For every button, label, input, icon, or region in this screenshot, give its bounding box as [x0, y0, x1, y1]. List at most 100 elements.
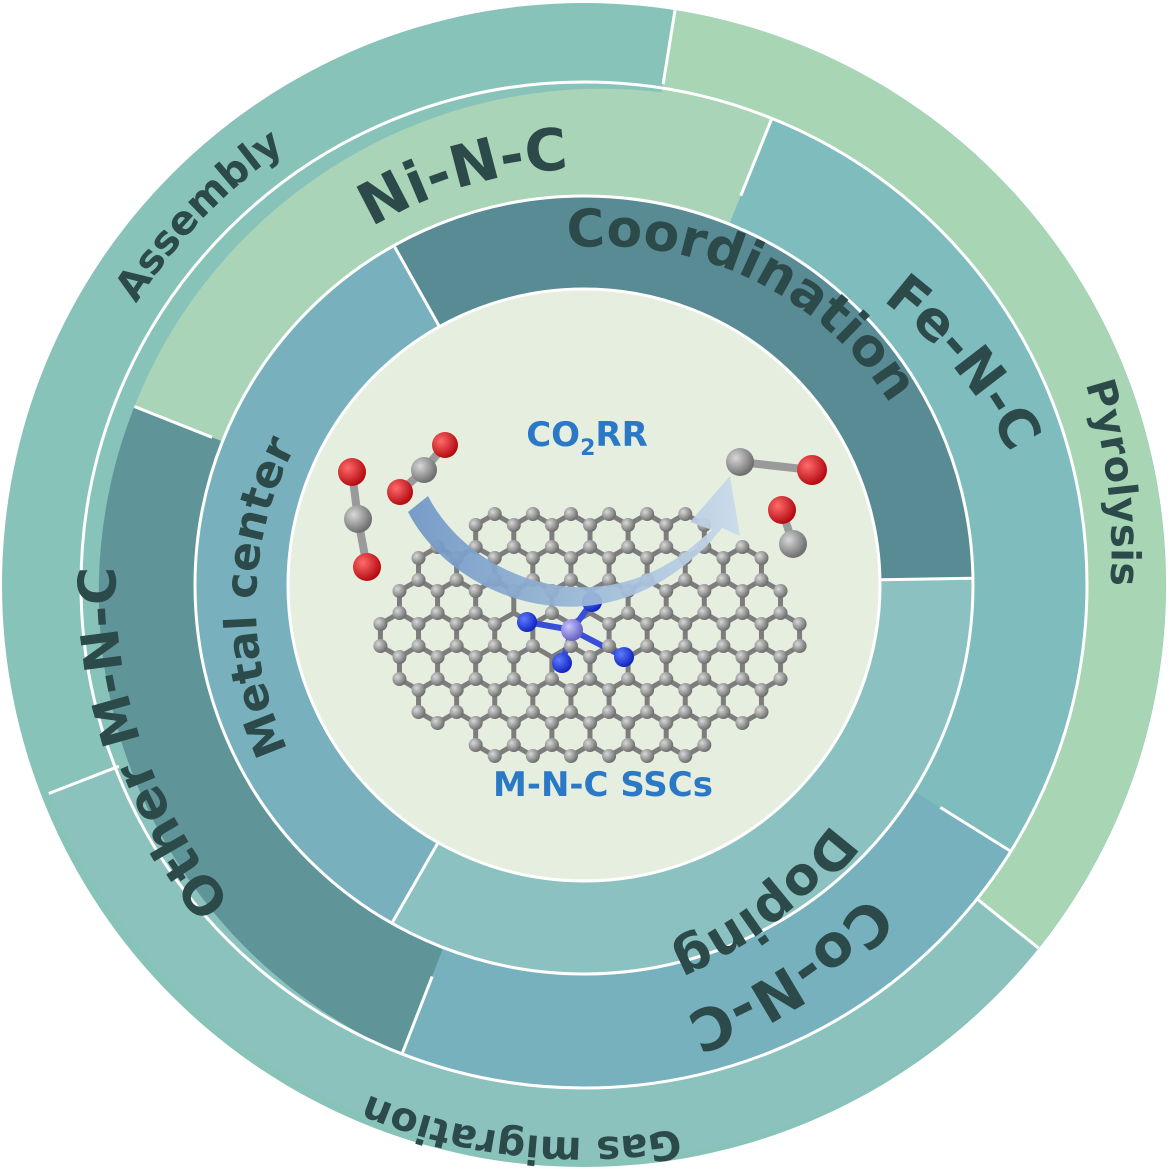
carbon-atom	[602, 705, 617, 719]
carbon-atom	[563, 705, 578, 719]
carbon-atom	[716, 683, 731, 697]
carbon-atom	[697, 672, 712, 686]
oxygen-atom	[387, 479, 413, 505]
carbon-atom	[602, 683, 617, 697]
carbon-atom	[411, 639, 426, 653]
carbon-atom	[487, 551, 502, 565]
oxygen-atom	[432, 432, 458, 458]
carbon-atom	[506, 738, 521, 752]
carbon-atom	[716, 617, 731, 631]
carbon-atom	[430, 584, 445, 598]
inner-ring-outline	[193, 194, 975, 976]
carbon-atom	[544, 672, 559, 686]
carbon-atom	[544, 540, 559, 554]
carbon-atom	[449, 639, 464, 653]
carbon-atom	[411, 705, 426, 719]
carbon-atom	[640, 617, 655, 631]
carbon-atom	[602, 507, 617, 521]
carbon-atom	[659, 518, 674, 532]
outer-divider	[48, 764, 120, 795]
carbon-atom	[697, 584, 712, 598]
carbon-atom	[583, 672, 597, 686]
carbon-atom	[468, 650, 483, 664]
carbon-atom	[411, 573, 426, 587]
reaction-arrow	[408, 476, 740, 607]
carbon-atom	[659, 672, 674, 686]
carbon-atom	[754, 617, 769, 631]
carbon-atom	[449, 683, 464, 697]
co2rr-label: CO2RR	[526, 415, 648, 461]
carbon-atom	[678, 749, 693, 763]
carbon-atom	[659, 540, 674, 554]
carbon-atom	[468, 606, 483, 620]
carbon-atom	[716, 573, 731, 587]
carbon-atom	[735, 584, 750, 598]
carbon-atom	[640, 639, 655, 653]
carbon-atom	[563, 573, 578, 587]
oxygen-atom	[768, 496, 796, 524]
co2rr-subscript: 2	[580, 436, 595, 461]
carbon-atom	[506, 672, 521, 686]
carbon-atom	[716, 551, 731, 565]
carbon-atom	[487, 617, 502, 631]
carbon-atom	[678, 705, 693, 719]
carbon-atom	[726, 448, 754, 476]
carbon-atom	[754, 683, 769, 697]
carbon-atom	[678, 639, 693, 653]
carbon-atom	[640, 507, 655, 521]
carbon-atom	[754, 639, 769, 653]
carbon-atom	[468, 518, 483, 532]
carbon-atom	[525, 507, 540, 521]
carbon-atom	[430, 606, 445, 620]
carbon-atom	[506, 716, 521, 730]
inner-divider	[390, 842, 439, 924]
carbon-atom	[602, 617, 617, 631]
carbon-atom	[525, 639, 540, 653]
middle-divider	[400, 975, 434, 1055]
carbon-atom	[525, 749, 540, 763]
carbon-atom	[640, 749, 655, 763]
carbon-atom	[621, 518, 636, 532]
co2rr-suffix: RR	[595, 415, 647, 455]
carbon-atom	[735, 672, 750, 686]
co2-molecule-top	[387, 432, 458, 505]
carbon-atom	[735, 540, 750, 554]
carbon-atom	[544, 716, 559, 730]
carbon-atom	[487, 683, 502, 697]
carbon-atom	[659, 738, 674, 752]
carbon-atom	[792, 617, 807, 631]
carbon-atom	[621, 738, 636, 752]
carbon-atom	[544, 738, 559, 752]
carbon-atom	[773, 672, 788, 686]
carbon-atom	[583, 650, 597, 664]
inner-divider	[392, 245, 441, 328]
carbon-atom	[716, 705, 731, 719]
carbon-atom	[487, 507, 502, 521]
carbon-atom	[506, 540, 521, 554]
nitrogen-atom	[614, 647, 634, 667]
m-n-c-sscs-label: M-N-C SSCs	[493, 765, 713, 805]
carbon-atom	[640, 551, 655, 565]
carbon-atom	[563, 639, 578, 653]
carbon-atom	[525, 683, 540, 697]
carbon-atom	[468, 584, 483, 598]
carbon-atom	[678, 507, 693, 521]
outer-divider	[973, 895, 1040, 950]
carbon-atom	[373, 617, 388, 631]
carbon-atom	[754, 573, 769, 587]
carbon-atom	[563, 683, 578, 697]
carbon-atom	[583, 540, 597, 554]
carbon-atom	[779, 530, 807, 558]
carbon-atom	[678, 573, 693, 587]
carbon-atom	[621, 672, 636, 686]
carbon-atom	[411, 551, 426, 565]
carbon-atom	[468, 672, 483, 686]
inner-divider	[879, 576, 974, 582]
carbon-atom	[525, 551, 540, 565]
carbon-atom	[449, 617, 464, 631]
carbon-atom	[773, 584, 788, 598]
carbon-atom	[602, 749, 617, 763]
nitrogen-atom	[517, 612, 537, 632]
carbon-atom	[773, 650, 788, 664]
